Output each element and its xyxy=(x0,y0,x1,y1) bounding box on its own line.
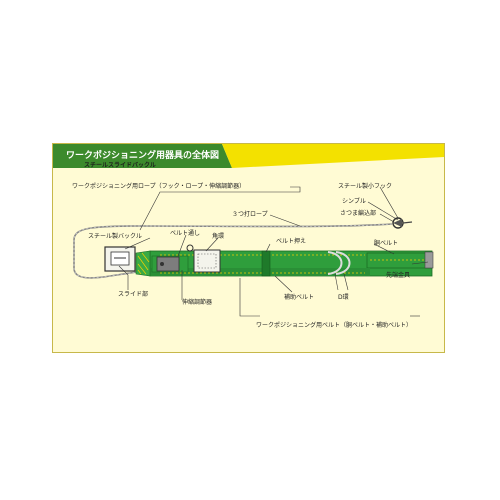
label-three-strand-rope: ３つ打ロープ xyxy=(232,211,268,218)
leader-body-belt xyxy=(373,243,395,255)
label-tip-fitting: 先端金具 xyxy=(386,272,411,279)
leader-d-ring-2 xyxy=(343,273,349,291)
title-banner-green xyxy=(53,144,232,168)
label-belt-assembly: ワークポジショニング用ベルト（胴ベルト・補助ベルト） xyxy=(256,322,413,329)
label-adjuster: 伸縮調節器 xyxy=(182,299,213,306)
label-thimble: シンブル xyxy=(342,198,366,205)
label-steel-buckle: スチール製バックル xyxy=(88,233,142,240)
leader-square-ring xyxy=(205,237,219,252)
leader-belt-keeper xyxy=(265,243,271,253)
label-belt-loop: ベルト通し xyxy=(170,230,201,237)
rope-line-inner xyxy=(73,223,393,279)
hook-tail xyxy=(402,221,413,224)
diagram-subtitle: スチールスライドバックル xyxy=(84,162,156,169)
leader-splice xyxy=(379,213,395,223)
adjuster-block xyxy=(156,256,180,272)
label-belt-keeper: ベルト押え xyxy=(276,238,307,245)
d-ring-1 xyxy=(327,251,343,275)
label-body-belt: 胴ベルト xyxy=(374,240,399,247)
buckle-hatch xyxy=(137,252,150,275)
d-ring-2 xyxy=(335,251,351,275)
label-d-ring: D環 xyxy=(338,294,349,301)
belt-loop-ring xyxy=(186,244,194,252)
label-steel-hook: スチール製小フック xyxy=(338,183,393,190)
leader-rope-assembly xyxy=(139,186,301,231)
leader-thimble xyxy=(367,201,399,221)
adjuster-screw xyxy=(160,262,164,266)
label-splice: さつま編込部 xyxy=(340,210,377,217)
leader-steel-buckle xyxy=(124,237,151,250)
belt-tail xyxy=(366,252,433,269)
leader-belt-assembly xyxy=(239,278,260,317)
thimble xyxy=(393,219,402,227)
title-banner-yellow xyxy=(222,144,444,168)
leader-tip-fitting xyxy=(411,261,429,265)
label-slide-part: スライド部 xyxy=(118,291,149,298)
diagram-title: ワークポジショニング用器具の全体図 xyxy=(66,151,220,161)
belt-keeper xyxy=(261,250,271,277)
leader-aux-belt xyxy=(274,275,293,293)
leader-three-rope xyxy=(269,214,301,227)
square-ring-inner xyxy=(197,253,217,269)
label-square-ring: 角環 xyxy=(212,233,225,240)
leader-slide-part xyxy=(118,265,129,290)
tip-fitting xyxy=(424,251,434,269)
belt-lower-band xyxy=(150,268,370,276)
leader-belt-loop xyxy=(177,234,187,257)
leader-d-ring-1 xyxy=(334,273,339,291)
label-rope-assembly: ワークポジショニング用ロープ（フック・ロープ・伸縮調節器） xyxy=(72,183,246,190)
leader-steel-hook xyxy=(379,186,399,219)
label-aux-belt: 補助ベルト xyxy=(284,294,315,301)
